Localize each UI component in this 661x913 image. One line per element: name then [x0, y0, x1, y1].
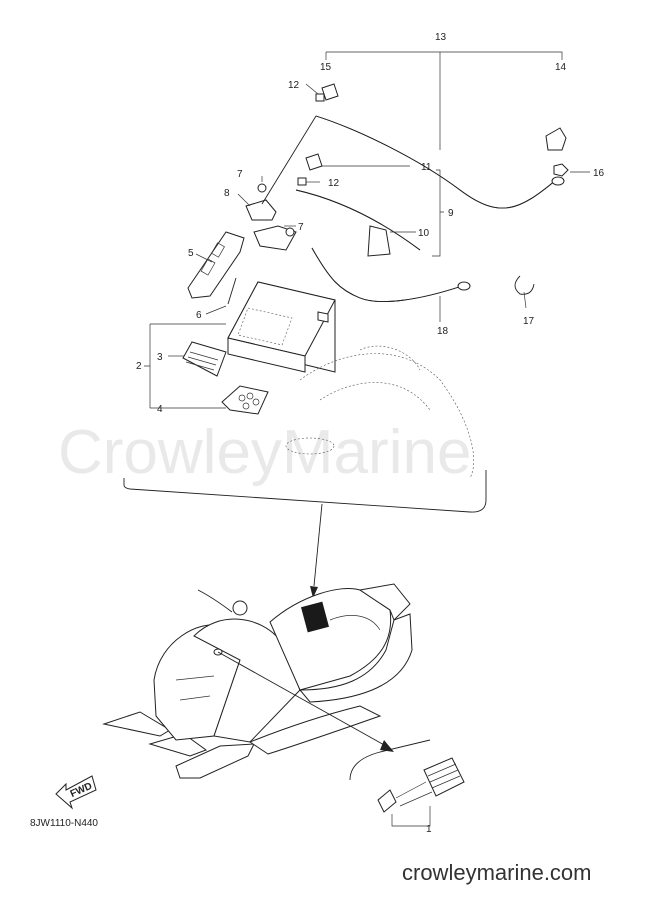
terminal-cover-10[interactable] [367, 225, 391, 257]
clip[interactable] [514, 275, 535, 295]
collar-upper[interactable] [315, 93, 325, 102]
callout-12-lower: 12 [328, 178, 340, 189]
battery[interactable] [227, 281, 336, 373]
callout-7-lower: 7 [298, 222, 304, 233]
callout-16: 16 [593, 168, 605, 179]
callout-9: 9 [448, 208, 454, 219]
terminal-bracket[interactable] [245, 199, 277, 221]
callout-12-upper: 12 [288, 80, 300, 91]
callout-10: 10 [418, 228, 430, 239]
nut-upper[interactable] [257, 183, 267, 193]
callout-14: 14 [555, 62, 567, 73]
detail-frame [123, 470, 487, 513]
battery-location-box [301, 601, 329, 633]
callout-8: 8 [224, 188, 230, 199]
bolt[interactable] [227, 277, 237, 305]
callout-4: 4 [157, 404, 163, 415]
nut-16[interactable] [553, 163, 569, 177]
battery-cable-long[interactable] [261, 115, 565, 209]
callout-7-upper: 7 [237, 169, 243, 180]
callout-11: 11 [421, 162, 432, 173]
watermark-text: CrowleyMarine [58, 418, 471, 487]
accessory-socket[interactable] [377, 757, 465, 827]
terminal-cover-15[interactable] [321, 83, 339, 101]
callout-17: 17 [523, 316, 535, 327]
callout-2: 2 [136, 361, 142, 372]
tank-outline [285, 345, 475, 479]
callout-18: 18 [437, 326, 449, 337]
location-arrow-lower [217, 651, 394, 752]
callout-13: 13 [435, 32, 447, 43]
snowmobile [102, 583, 413, 779]
nut-lower [285, 227, 295, 237]
callout-1: 1 [426, 824, 432, 835]
collar-lower[interactable] [297, 177, 307, 186]
battery-cable-11[interactable] [295, 153, 421, 251]
detail-frame-lower [349, 739, 431, 781]
battery-cable-18[interactable] [311, 247, 471, 302]
callout-15: 15 [320, 62, 332, 73]
mount-plate[interactable] [253, 225, 297, 251]
fwd-arrow-icon: FWD [55, 775, 97, 810]
battery-label[interactable] [182, 341, 227, 377]
footer-url[interactable]: crowleymarine.com [402, 860, 592, 885]
callout-5: 5 [188, 248, 194, 259]
diagram-code: 8JW1110-N440 [30, 818, 98, 829]
terminal-cover-14[interactable] [545, 127, 567, 151]
callout-3: 3 [157, 352, 163, 363]
leader-lines [144, 51, 590, 409]
location-arrow-upper [310, 503, 323, 598]
callout-6: 6 [196, 310, 202, 321]
electrolyte-pack[interactable] [221, 385, 269, 415]
battery-bracket[interactable] [187, 231, 245, 299]
